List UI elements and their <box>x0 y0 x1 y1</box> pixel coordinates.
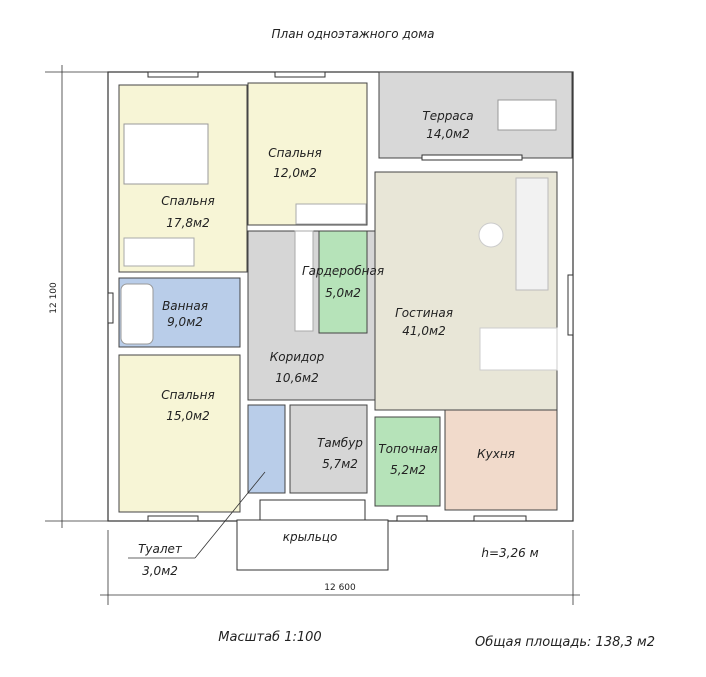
window <box>107 292 114 324</box>
window <box>567 274 574 336</box>
svg-text:Кухня: Кухня <box>477 447 515 461</box>
round-table <box>478 222 504 248</box>
svg-text:17,8м2: 17,8м2 <box>166 216 209 230</box>
room-wardrobe <box>318 230 368 334</box>
bathtub <box>120 283 154 345</box>
window <box>421 154 523 161</box>
svg-text:Терраса: Терраса <box>422 109 473 123</box>
svg-text:12,0м2: 12,0м2 <box>273 166 316 180</box>
bed <box>123 123 209 185</box>
svg-text:3,0м2: 3,0м2 <box>142 564 178 578</box>
room-bedroom-2 <box>247 82 368 226</box>
sofa <box>515 177 549 291</box>
svg-text:Гостиная: Гостиная <box>395 306 453 320</box>
svg-text:Тамбур: Тамбур <box>317 436 363 450</box>
porch-label: крыльцо <box>283 530 338 544</box>
svg-text:9,0м2: 9,0м2 <box>167 315 203 329</box>
porch-step <box>259 499 366 521</box>
window <box>473 515 527 522</box>
shelf <box>294 230 314 332</box>
svg-text:Спальня: Спальня <box>161 388 214 402</box>
svg-text:14,0м2: 14,0м2 <box>426 127 469 141</box>
radiator <box>295 203 367 225</box>
window <box>396 515 428 522</box>
svg-text:41,0м2: 41,0м2 <box>402 324 445 338</box>
svg-text:15,0м2: 15,0м2 <box>166 409 209 423</box>
ceiling-height: h=3,26 м <box>481 546 538 560</box>
svg-text:Спальня: Спальня <box>268 146 321 160</box>
window <box>274 71 326 78</box>
window <box>147 71 199 78</box>
room-kitchen <box>444 409 558 511</box>
svg-text:5,2м2: 5,2м2 <box>390 463 426 477</box>
porch <box>236 519 389 571</box>
dining-table <box>479 327 558 371</box>
room-boiler <box>374 416 441 507</box>
window <box>147 515 199 522</box>
svg-text:Туалет: Туалет <box>138 542 183 556</box>
svg-text:Коридор: Коридор <box>270 350 325 364</box>
room-vestibule <box>289 404 368 494</box>
room-toilet <box>247 404 286 494</box>
svg-text:Спальня: Спальня <box>161 194 214 208</box>
scale-label: Масштаб 1:100 <box>218 630 321 645</box>
width-dimension: 12 600 <box>324 583 356 593</box>
room-bedroom-3 <box>118 354 241 513</box>
total-area-label: Общая площадь: 138,3 м2 <box>475 635 655 650</box>
svg-text:Топочная: Топочная <box>378 442 437 456</box>
svg-text:5,0м2: 5,0м2 <box>325 286 361 300</box>
plan-title: План одноэтажного дома <box>272 27 435 41</box>
svg-text:Ванная: Ванная <box>162 299 208 313</box>
svg-text:5,7м2: 5,7м2 <box>322 457 358 471</box>
toilet-leader <box>194 471 266 559</box>
height-dimension: 12 100 <box>49 282 59 314</box>
terrace-table <box>497 99 557 131</box>
svg-text:Гардеробная: Гардеробная <box>302 264 384 278</box>
svg-text:10,6м2: 10,6м2 <box>275 371 318 385</box>
radiator <box>123 237 195 267</box>
room-labels: Спальня 17,8м2 Спальня 12,0м2 Терраса 14… <box>138 109 515 578</box>
